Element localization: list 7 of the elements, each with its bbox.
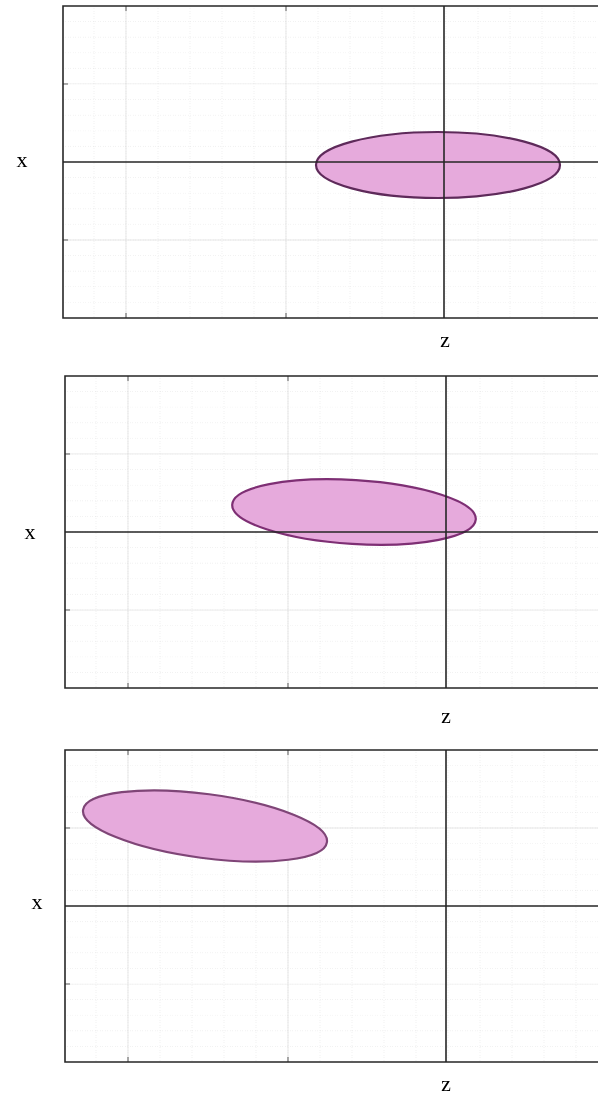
ellipse xyxy=(314,130,562,200)
axis-label: x xyxy=(24,528,36,540)
axis-label: x xyxy=(31,898,43,910)
axis-label: x xyxy=(16,156,28,168)
axis-label: z xyxy=(440,336,450,348)
axis-label: z xyxy=(441,1080,451,1092)
axis-label: z xyxy=(441,712,451,724)
